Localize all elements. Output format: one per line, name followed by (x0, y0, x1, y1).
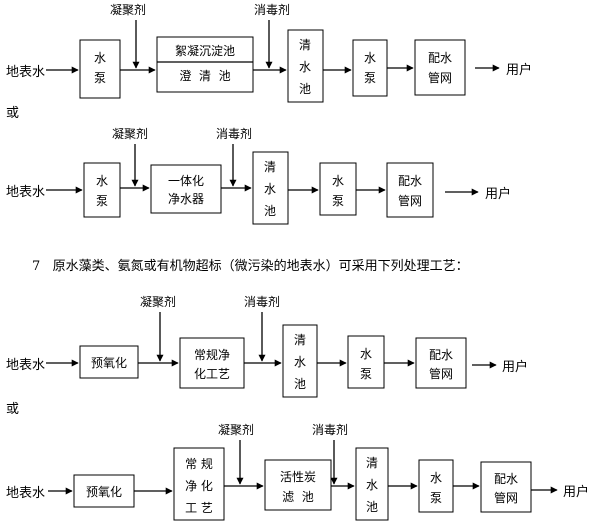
flow-1-node-pump-1 (79, 39, 121, 99)
flow-2-node-pump-1 (83, 162, 121, 218)
svg-text:水: 水 (294, 355, 306, 369)
svg-text:管网: 管网 (429, 366, 453, 381)
svg-text:预氧化: 预氧化 (91, 356, 127, 370)
svg-text:清: 清 (366, 456, 378, 470)
svg-text:水: 水 (299, 60, 311, 74)
svg-text:泵: 泵 (430, 491, 442, 505)
svg-text:净水器: 净水器 (168, 192, 204, 206)
flow-2-node-distribution-network (386, 162, 434, 218)
svg-text:池: 池 (294, 377, 306, 391)
svg-text:配水: 配水 (428, 51, 452, 65)
flow-1-node-clearwell (287, 29, 324, 103)
flow-4-reagent-disinfectant: 消毒剂 (312, 422, 348, 437)
svg-text:水: 水 (366, 478, 378, 492)
svg-text:滤 池: 滤 池 (282, 490, 314, 504)
flow-2-node-clearwell (252, 151, 289, 225)
flow-1-input: 地表水 (6, 65, 45, 80)
flow-2: 地表水 水 泵 凝聚剂 一体化 净水器 消毒剂 清 水 池 水 泵 配水 管网 … (6, 126, 511, 225)
flow-1-reagent-disinfectant: 消毒剂 (254, 2, 290, 17)
svg-text:水: 水 (360, 347, 372, 361)
flow-3: 地表水 预氧化 凝聚剂 常规净 化工艺 消毒剂 清 水 池 水 泵 配水 管网 … (6, 294, 528, 398)
svg-text:配水: 配水 (429, 348, 453, 362)
svg-text:常 规: 常 规 (185, 456, 213, 471)
svg-text:管网: 管网 (494, 490, 518, 505)
flow-1-reagent-coagulant: 凝聚剂 (110, 2, 146, 17)
svg-text:活性炭: 活性炭 (280, 470, 316, 484)
flow-1-output: 用户 (506, 62, 532, 78)
flow-1-node-sedimentation-clarifier (156, 36, 254, 93)
svg-text:泵: 泵 (364, 71, 376, 85)
svg-text:水: 水 (364, 51, 376, 65)
svg-text:常规净: 常规净 (194, 347, 230, 362)
svg-text:工 艺: 工 艺 (185, 501, 213, 515)
flow-3-input: 地表水 (6, 358, 45, 373)
svg-text:池: 池 (299, 82, 311, 96)
flow-3-node-clearwell (282, 324, 318, 398)
svg-text:预氧化: 预氧化 (86, 485, 122, 499)
svg-text:管网: 管网 (398, 193, 422, 208)
connector-or-1: 或 (6, 106, 19, 121)
svg-text:一体化: 一体化 (168, 174, 204, 188)
svg-text:清: 清 (294, 333, 306, 347)
svg-text:配水: 配水 (494, 472, 518, 486)
flow-3-output: 用户 (502, 359, 528, 375)
section-heading: 7 原水藻类、氨氮或有机物超标（微污染的地表水）可采用下列处理工艺： (32, 258, 469, 274)
svg-text:澄 清 池: 澄 清 池 (179, 68, 230, 83)
flow-4-node-activated-carbon-filter (264, 459, 332, 511)
svg-text:泵: 泵 (332, 194, 344, 208)
svg-text:池: 池 (264, 204, 276, 218)
flow-2-node-pump-2 (319, 162, 357, 216)
svg-text:水: 水 (96, 174, 108, 188)
flow-2-node-integrated-purifier (150, 164, 222, 214)
svg-text:净 化: 净 化 (185, 479, 213, 493)
flow-2-reagent-disinfectant: 消毒剂 (216, 126, 252, 141)
svg-text:清: 清 (264, 160, 276, 174)
flow-3-node-preoxidation (79, 345, 139, 379)
flow-2-input: 地表水 (6, 185, 45, 200)
connector-or-2: 或 (6, 402, 19, 417)
svg-text:水: 水 (264, 182, 276, 196)
svg-text:清: 清 (299, 38, 311, 52)
flow-1: 地表水 水 泵 凝聚剂 絮凝沉淀池 澄 清 池 消毒剂 清 水 池 水 泵 配水… (6, 2, 532, 103)
svg-text:化工艺: 化工艺 (194, 367, 230, 381)
svg-text:泵: 泵 (360, 367, 372, 381)
flow-4-input: 地表水 (6, 486, 45, 501)
svg-text:水: 水 (332, 174, 344, 188)
flow-3-reagent-disinfectant: 消毒剂 (244, 294, 280, 309)
flow-3-reagent-coagulant: 凝聚剂 (140, 294, 176, 309)
flow-2-reagent-coagulant: 凝聚剂 (112, 126, 148, 141)
flow-4: 地表水 预氧化 常 规 净 化 工 艺 凝聚剂 活性炭 滤 池 消毒剂 清 水 … (6, 422, 589, 521)
svg-text:絮凝沉淀池: 絮凝沉淀池 (175, 43, 235, 58)
flow-4-reagent-coagulant: 凝聚剂 (218, 422, 254, 437)
flow-4-node-distribution-network (480, 461, 532, 513)
svg-text:水: 水 (430, 471, 442, 485)
flow-3-node-distribution-network (415, 337, 467, 389)
svg-text:水: 水 (94, 51, 106, 65)
svg-text:池: 池 (366, 500, 378, 514)
flow-4-output: 用户 (563, 484, 589, 500)
svg-text:管网: 管网 (428, 70, 452, 85)
flow-4-node-clearwell (355, 447, 389, 521)
flow-3-node-pump (347, 335, 385, 389)
svg-text:泵: 泵 (94, 71, 106, 85)
flow-1-node-pump-2 (352, 39, 388, 97)
flow-4-node-conventional-treatment (173, 447, 225, 521)
flow-4-node-preoxidation (73, 474, 135, 508)
flow-1-node-distribution-network (414, 39, 466, 96)
svg-text:配水: 配水 (398, 174, 422, 188)
flow-2-output: 用户 (485, 186, 511, 202)
svg-text:泵: 泵 (96, 194, 108, 208)
